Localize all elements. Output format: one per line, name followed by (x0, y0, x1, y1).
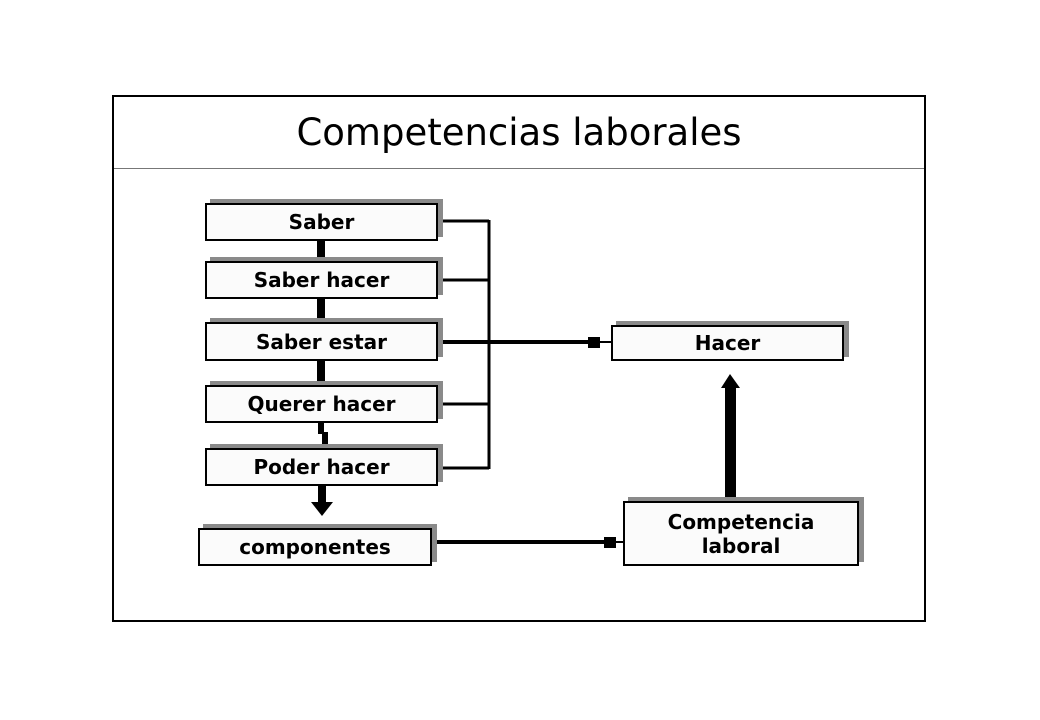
node-hacer: Hacer (611, 325, 844, 361)
up-arrow-head (721, 374, 740, 388)
node-querer-hacer: Querer hacer (205, 385, 438, 423)
chain-connector-3 (317, 360, 325, 384)
node-saber: Saber (205, 203, 438, 241)
node-saber-estar: Saber estar (205, 322, 438, 361)
node-saber-hacer: Saber hacer (205, 261, 438, 299)
chain-connector-4b (322, 432, 328, 446)
node-poder-hacer: Poder hacer (205, 448, 438, 486)
node-competencia-laboral: Competencia laboral (623, 501, 859, 566)
chain-connector-4 (318, 422, 324, 434)
node-componentes: componentes (198, 528, 432, 566)
arrow-to-competencia-head (604, 537, 616, 548)
down-arrow-shaft (318, 484, 326, 504)
arrow-to-hacer-head (588, 337, 600, 348)
up-arrow-shaft (725, 386, 736, 500)
down-arrow-head (311, 502, 333, 516)
diagram-title: Competencias laborales (114, 97, 924, 169)
chain-connector-1 (317, 240, 325, 262)
chain-connector-2 (317, 298, 325, 322)
